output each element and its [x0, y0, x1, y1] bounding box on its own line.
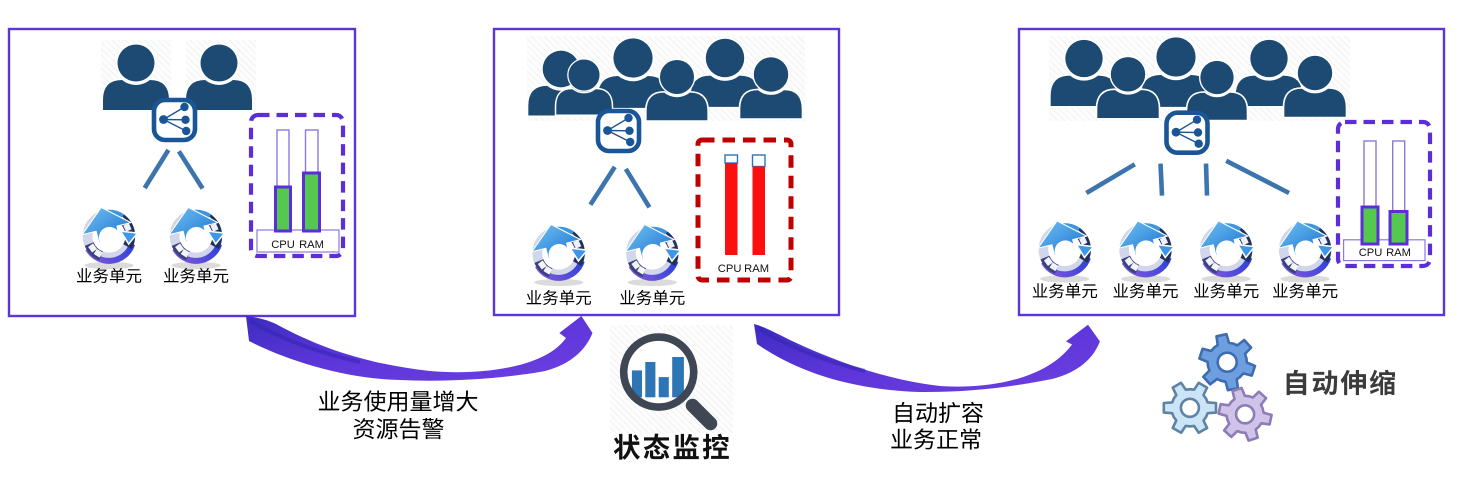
svg-text:CPU: CPU: [1359, 247, 1383, 259]
svg-text:RAM: RAM: [744, 263, 769, 275]
svg-text:RAM: RAM: [1386, 247, 1411, 259]
svg-text:CPU: CPU: [271, 239, 295, 251]
svg-text:CPU: CPU: [718, 263, 742, 275]
svg-text:RAM: RAM: [299, 239, 324, 251]
